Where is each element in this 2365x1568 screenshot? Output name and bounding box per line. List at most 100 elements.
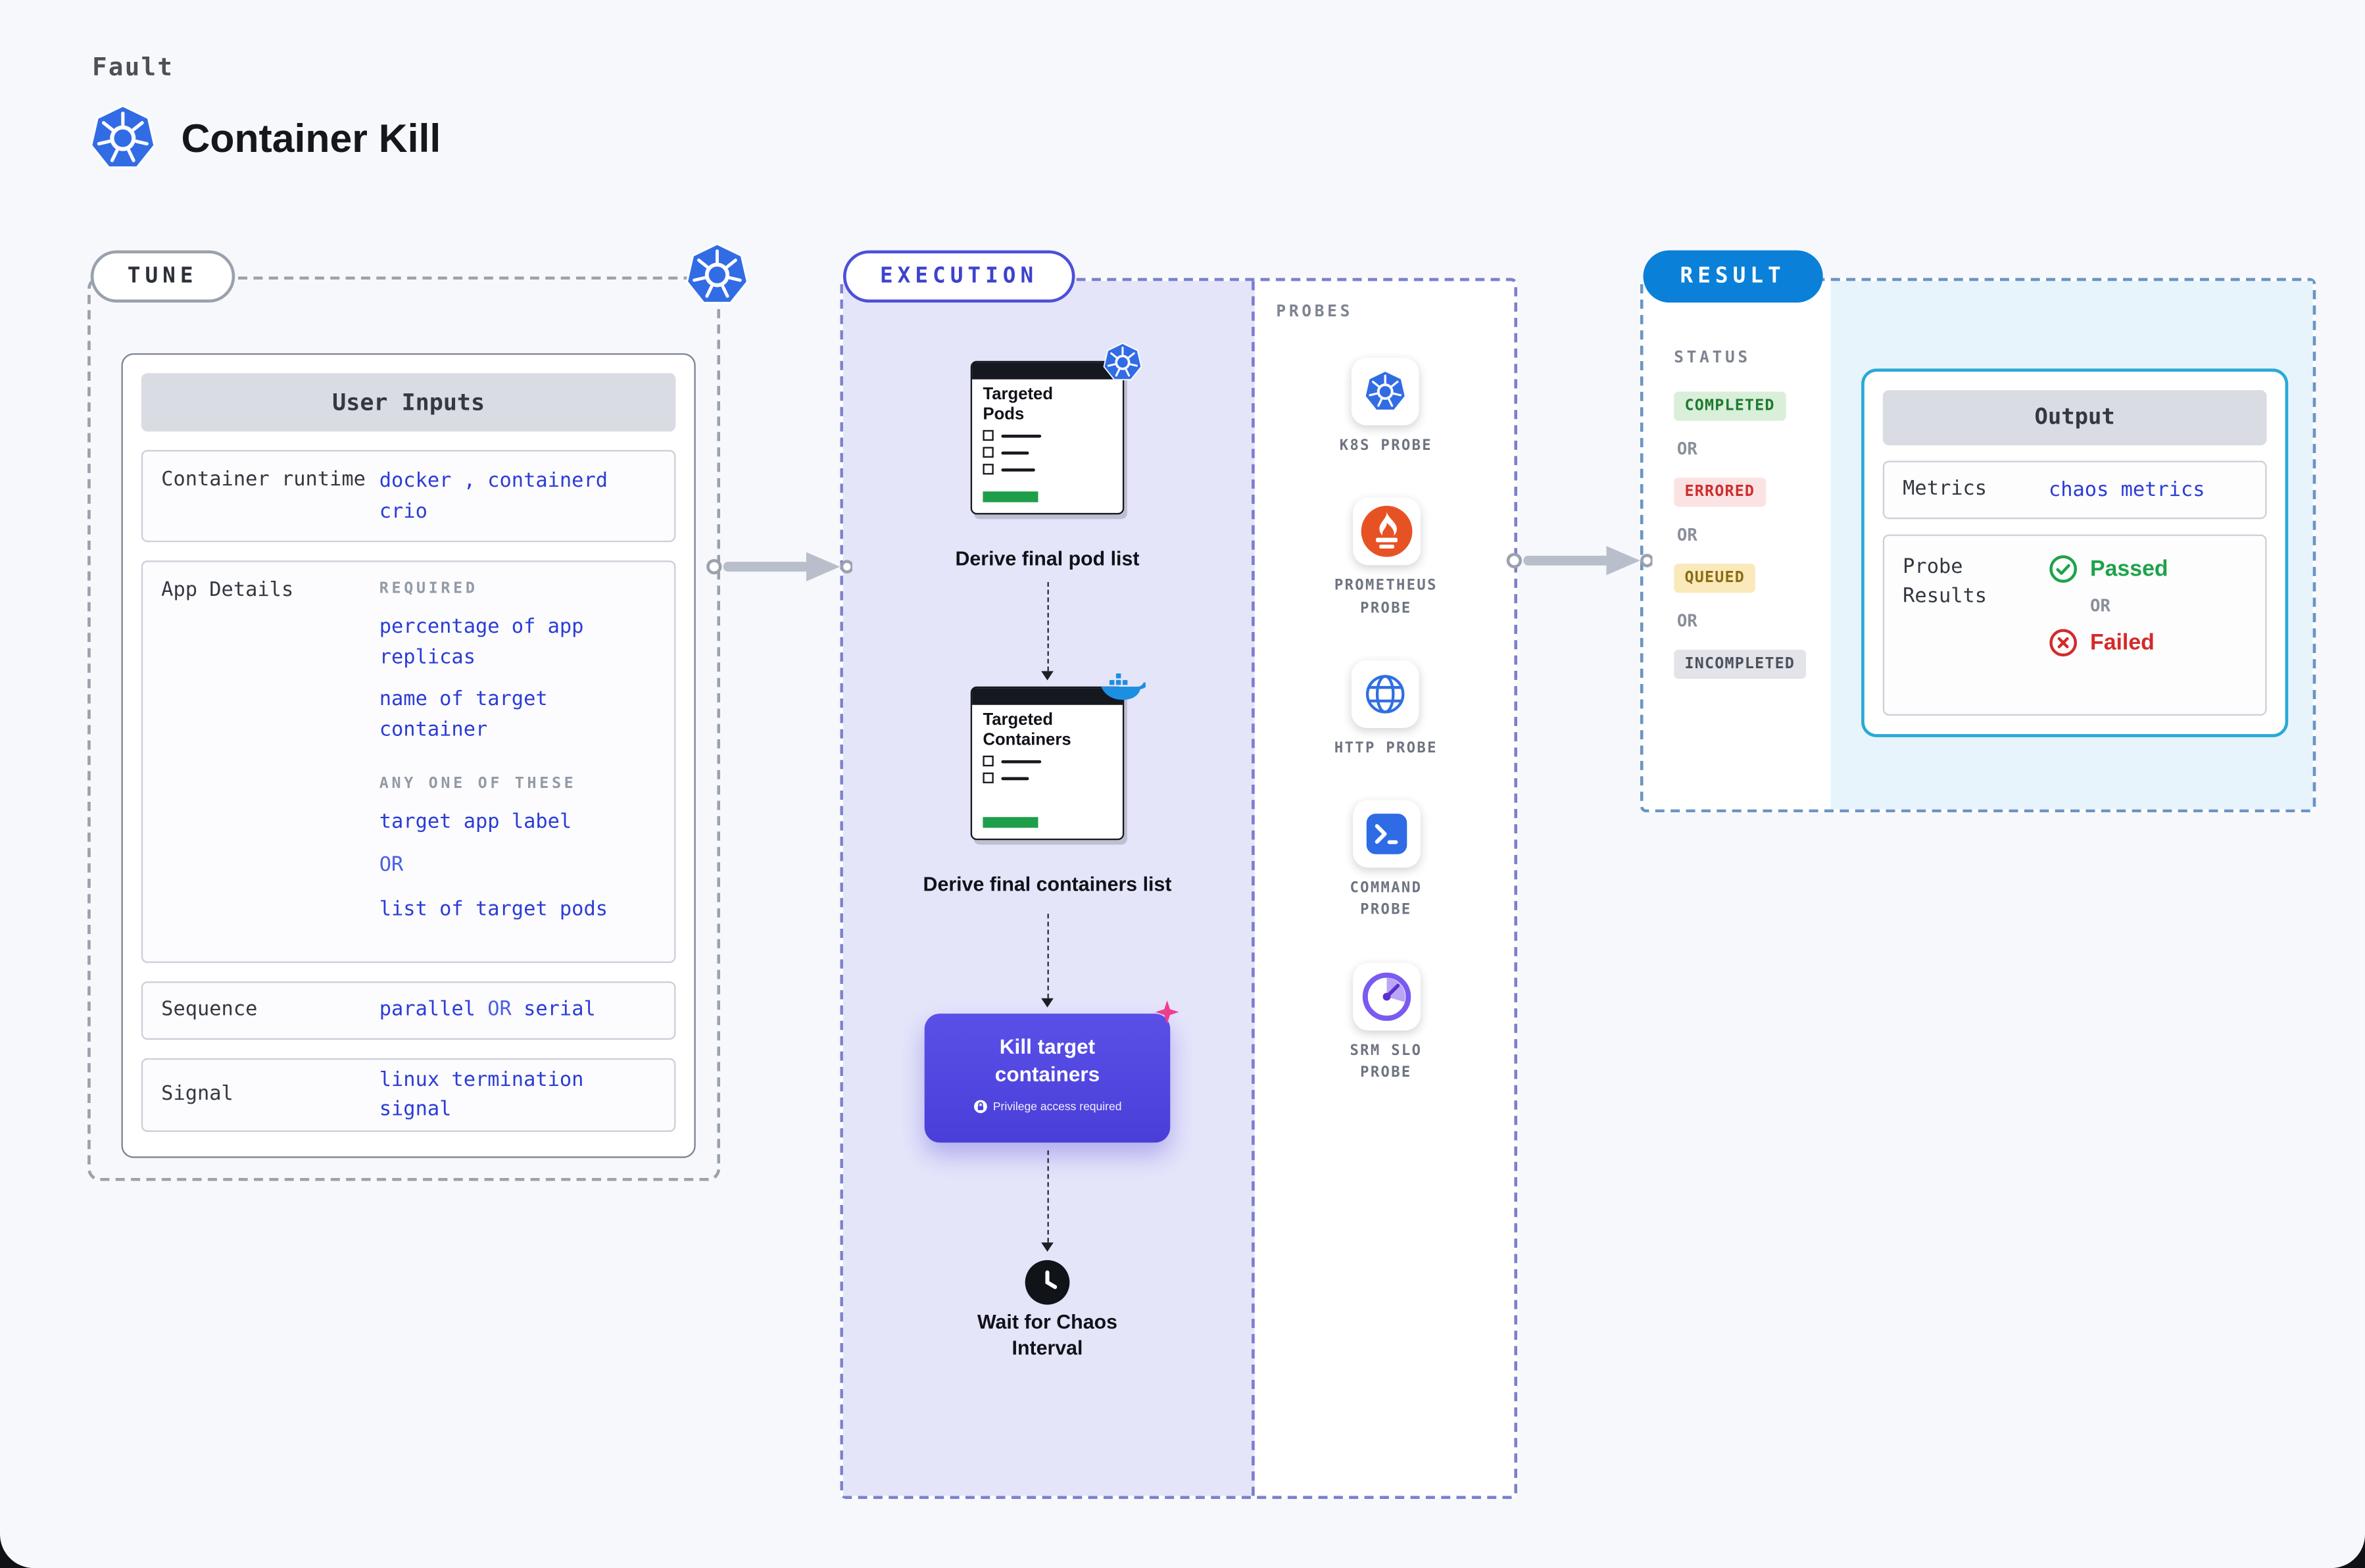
probe-results-label: Probe Results xyxy=(1903,556,1987,608)
signal-label: Signal xyxy=(161,1082,233,1106)
checklist-row xyxy=(983,773,1111,784)
text-line xyxy=(1001,776,1029,781)
derive-pod-list-caption: Derive final pod list xyxy=(955,547,1140,570)
or-separator: OR xyxy=(1676,611,1697,631)
metrics-row: Metrics chaos metrics xyxy=(1882,460,2267,520)
kubernetes-icon xyxy=(1103,343,1143,383)
output-title: Output xyxy=(1882,390,2267,446)
probe-command: COMMAND PROBE xyxy=(1330,800,1441,923)
probes-list: K8S PROBE PROMETHEUS PROBE HTTP PROBE CO… xyxy=(1255,358,1517,1084)
user-inputs-card: User Inputs Container runtime docker , c… xyxy=(121,353,696,1158)
check-circle-icon xyxy=(2049,554,2078,583)
targeted-containers-card-title: Targeted Containers xyxy=(983,711,1071,749)
page-title: Container Kill xyxy=(181,114,441,161)
chaos-icon xyxy=(1154,998,1181,1026)
checkbox-icon xyxy=(983,773,994,784)
or-separator: OR xyxy=(379,853,404,877)
signal-row: Signal linux termination signal xyxy=(141,1058,676,1132)
checkbox-icon xyxy=(983,464,994,476)
page-header: Container Kill xyxy=(89,105,441,172)
terminal-probe-icon xyxy=(1352,800,1420,868)
clock-icon xyxy=(1023,1258,1072,1307)
arrowhead-icon xyxy=(1041,998,1054,1008)
or-separator: OR xyxy=(1676,439,1697,460)
targeted-containers-card: Targeted Containers xyxy=(970,687,1125,841)
flow-arrow-tune-to-execution xyxy=(705,545,852,588)
pod-checklist xyxy=(972,429,1123,476)
probe-k8s: K8S PROBE xyxy=(1340,358,1432,458)
probe-http: HTTP PROBE xyxy=(1334,660,1438,760)
passed-result: Passed xyxy=(2049,554,2168,583)
probe-label: PROMETHEUS PROBE xyxy=(1334,577,1438,617)
signal-value: linux termination signal xyxy=(379,1068,584,1121)
metrics-value: chaos metrics xyxy=(2048,478,2205,502)
checklist-row xyxy=(983,430,1111,441)
required-item-1: percentage of app replicas xyxy=(379,616,584,669)
text-line xyxy=(1001,433,1042,438)
flow-connector xyxy=(1040,581,1055,681)
probe-results-row: Probe Results Passed OR Failed xyxy=(1882,534,2267,716)
probe-prometheus: PROMETHEUS PROBE xyxy=(1330,498,1441,620)
probe-label: SRM SLO PROBE xyxy=(1350,1042,1423,1081)
status-badge-queued: QUEUED xyxy=(1674,563,1756,593)
metrics-label: Metrics xyxy=(1903,477,1987,501)
sequence-row: Sequence parallel OR serial xyxy=(141,981,676,1040)
progress-bar xyxy=(983,817,1038,828)
globe-probe-icon xyxy=(1352,660,1420,728)
window-titlebar xyxy=(972,362,1123,380)
checkbox-icon xyxy=(983,430,994,441)
required-label: REQUIRED xyxy=(379,580,478,598)
progress-bar xyxy=(983,491,1038,502)
checklist-row xyxy=(983,756,1111,767)
result-section-pill: RESULT xyxy=(1643,250,1822,303)
or-separator: OR xyxy=(2090,596,2110,616)
lock-icon xyxy=(973,1100,987,1114)
status-label: STATUS xyxy=(1674,349,1751,368)
checkbox-icon xyxy=(983,447,994,458)
execution-section-pill: EXECUTION xyxy=(842,250,1075,303)
container-runtime-value: docker , containerd crio xyxy=(379,470,608,524)
container-runtime-label: Container runtime xyxy=(161,468,366,492)
arrowhead-icon xyxy=(1041,1242,1054,1252)
app-details-row: App Details REQUIRED percentage of app r… xyxy=(141,560,676,964)
tune-section-pill: TUNE xyxy=(90,250,235,303)
app-details-label: App Details xyxy=(161,579,294,602)
probe-label: HTTP PROBE xyxy=(1334,739,1438,757)
privilege-note: Privilege access required xyxy=(925,1100,1171,1114)
sequence-value: parallel OR serial xyxy=(379,996,656,1026)
result-section: STATUS COMPLETED OR ERRORED OR QUEUED OR… xyxy=(1640,278,2316,813)
flow-connector xyxy=(1040,914,1055,1008)
targeted-pods-card-title: Targeted Pods xyxy=(983,385,1054,424)
status-badge-errored: ERRORED xyxy=(1674,478,1766,507)
arrowhead-icon xyxy=(1041,671,1054,681)
checklist-row xyxy=(983,464,1111,476)
docker-icon xyxy=(1100,668,1146,702)
text-line xyxy=(1001,468,1035,472)
output-card: Output Metrics chaos metrics Probe Resul… xyxy=(1861,368,2289,737)
probe-label: K8S PROBE xyxy=(1339,437,1432,455)
checklist-row xyxy=(983,447,1111,458)
text-line xyxy=(1001,451,1029,455)
app-details-value: REQUIRED percentage of app replicas name… xyxy=(379,577,656,946)
kubernetes-icon xyxy=(685,243,749,307)
flow-arrow-execution-to-result xyxy=(1505,539,1652,582)
targeted-pods-card: Targeted Pods xyxy=(970,361,1125,515)
sequence-value-b: serial xyxy=(524,998,596,1022)
gauge-probe-icon xyxy=(1352,962,1420,1030)
text-line xyxy=(1001,759,1042,764)
status-badge-incompleted: INCOMPLETED xyxy=(1674,649,1806,679)
probe-srm-slo: SRM SLO PROBE xyxy=(1330,962,1441,1085)
sequence-label: Sequence xyxy=(161,997,258,1021)
status-badge-completed: COMPLETED xyxy=(1674,391,1786,421)
kubernetes-probe-icon xyxy=(1352,358,1420,426)
option-target-pods: list of target pods xyxy=(379,898,608,922)
status-badges: COMPLETED OR ERRORED OR QUEUED OR INCOMP… xyxy=(1674,391,1806,679)
kubernetes-icon xyxy=(89,105,157,172)
probe-label: COMMAND PROBE xyxy=(1350,879,1423,919)
sequence-value-a: parallel xyxy=(379,998,475,1022)
x-circle-icon xyxy=(2049,628,2078,657)
option-target-app-label: target app label xyxy=(379,810,572,834)
or-separator: OR xyxy=(1676,525,1697,545)
